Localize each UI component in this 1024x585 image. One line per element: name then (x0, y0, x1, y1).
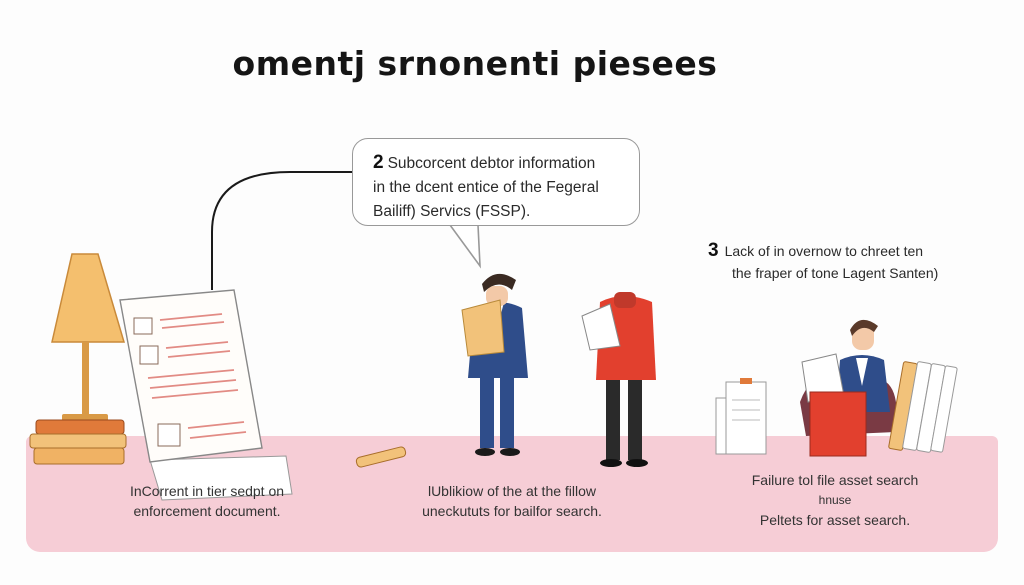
lamp-icon (51, 253, 126, 422)
step-3-note: 3 Lack of in overnow to chreet ten the fr… (708, 240, 998, 284)
clipboard-stack-icon (715, 378, 767, 455)
man-blue-suit-figure (461, 273, 528, 456)
books-icon (29, 419, 127, 465)
caption-middle-line-2: uneckututs for bailfor search. (422, 503, 602, 519)
note3-line-1: Lack of in overnow to chreet ten (724, 243, 924, 259)
caption-right-line-2: hnuse (818, 493, 852, 507)
document-stack-icon (119, 289, 293, 501)
diagram-title: omentj srnonenti piesees (232, 44, 718, 83)
bubble-line-1: Subcorcent debtor information (387, 155, 596, 172)
caption-right-line-3: Peltets for asset search. (759, 512, 911, 528)
caption-right-line-1: Failure tol file asset search (751, 472, 919, 488)
seated-man-figure (800, 319, 897, 457)
pen-icon (355, 446, 407, 468)
bubble-tail (448, 224, 481, 269)
caption-left-line-1: InCorrent in tier sedpt on (129, 483, 285, 499)
bubble-line-2: in the dcent entice of the Fegeral (373, 179, 599, 196)
note3-line-2: the fraper of tone Lagent Santen) (732, 265, 939, 281)
bubble-line-3: Bailiff) Servics (FSSP). (373, 203, 531, 220)
caption-left-line-2: enforcement document. (133, 503, 281, 519)
caption-middle: lUblikiow of the at the fillow uneckutut… (392, 481, 632, 521)
step-number-2: 2 (373, 152, 384, 173)
caption-left: InCorrent in tier sedpt on enforcement d… (92, 481, 322, 521)
man-red-jacket-figure (581, 292, 656, 467)
caption-right: Failure tol file asset search hnuse Pelt… (730, 470, 940, 530)
binders-icon (888, 361, 958, 453)
caption-middle-line-1: lUblikiow of the at the fillow (427, 483, 597, 499)
connector-line (211, 171, 352, 290)
step-number-3: 3 (708, 240, 719, 261)
